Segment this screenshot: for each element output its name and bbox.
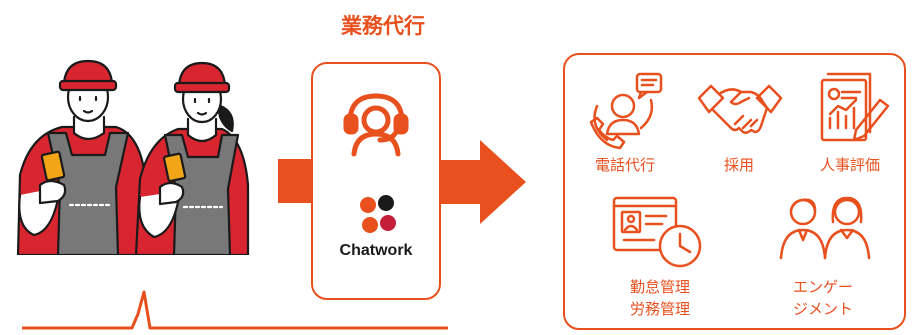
page-title: 業務代行: [341, 14, 425, 38]
evaluation-report-icon: [820, 72, 890, 142]
service-label-attendance-line1: 勤怠管理: [629, 278, 690, 296]
workers-illustration: [16, 59, 250, 255]
service-label-engagement-line1: エンゲー: [792, 278, 853, 296]
service-label-attendance-line2: 労務管理: [629, 300, 690, 318]
attendance-clock-icon: [612, 196, 702, 268]
team-people-icon: [779, 196, 871, 260]
service-label-engagement: エンゲー ジメント: [768, 276, 878, 320]
service-label-engagement-line2: ジメント: [792, 300, 853, 318]
handshake-icon: [697, 84, 783, 134]
phone-operator-icon: [589, 72, 663, 150]
service-provider-box: [311, 62, 441, 300]
pulse-line: [22, 290, 448, 330]
chatwork-logo-icon: [360, 195, 396, 233]
flow-arrow-left: [278, 159, 313, 203]
service-label-evaluation: 人事評価: [819, 156, 880, 174]
worker-2-figure: [134, 61, 250, 255]
worker-1-figure: [16, 59, 148, 255]
service-label-recruiting: 採用: [723, 156, 754, 174]
headset-operator-icon: [343, 93, 409, 157]
service-label-attendance: 勤怠管理 労務管理: [605, 276, 715, 320]
flow-arrow-right: [440, 140, 526, 224]
service-label-phone: 電話代行: [594, 156, 655, 174]
services-box: [563, 53, 906, 330]
chatwork-label: Chatwork: [339, 242, 413, 259]
